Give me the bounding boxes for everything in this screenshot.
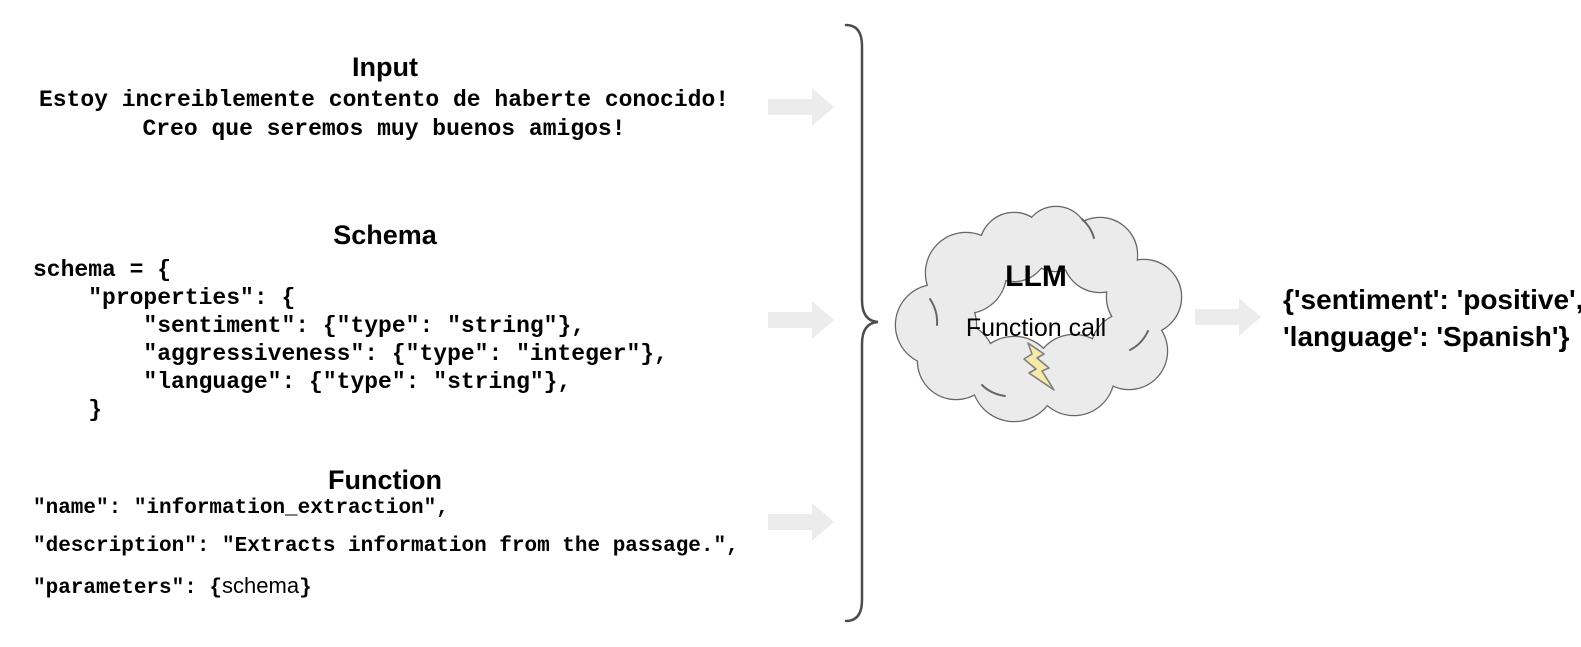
schema-code-block: schema = { "properties": { "sentiment": … bbox=[33, 256, 668, 424]
input-section: Estoy increiblemente contento de haberte… bbox=[16, 86, 752, 144]
parameters-schema-var: schema bbox=[222, 573, 300, 598]
input-text-line-2: Creo que seremos muy buenos amigos! bbox=[142, 116, 626, 142]
function-code-block: "name": "information_extraction", "descr… bbox=[33, 497, 739, 611]
input-section-title: Input bbox=[352, 52, 418, 82]
schema-code-line: } bbox=[33, 397, 103, 423]
parameters-prefix: "parameters": { bbox=[33, 577, 223, 600]
curly-brace-shape bbox=[844, 23, 879, 623]
schema-section-title: Schema bbox=[333, 220, 437, 250]
llm-label: LLM bbox=[1005, 260, 1067, 293]
output-result-line-1: {'sentiment': 'positive', bbox=[1283, 284, 1581, 315]
output-result: {'sentiment': 'positive', 'language': 'S… bbox=[1283, 281, 1581, 355]
input-text-line-1: Estoy increiblemente contento de haberte… bbox=[38, 87, 730, 113]
schema-arrow-icon bbox=[768, 301, 834, 339]
schema-code-line: "aggressiveness": {"type": "integer"}, bbox=[33, 341, 668, 367]
schema-code-line: "language": {"type": "string"}, bbox=[33, 369, 572, 395]
output-arrow-icon bbox=[1195, 298, 1261, 336]
function-call-label: Function call bbox=[965, 314, 1107, 342]
function-section-title: Function bbox=[328, 465, 442, 495]
function-parameters-line: "parameters": {schema} bbox=[33, 573, 739, 600]
parameters-suffix: } bbox=[299, 577, 312, 600]
output-result-line-2: 'language': 'Spanish'} bbox=[1283, 321, 1570, 352]
function-arrow-icon bbox=[768, 503, 834, 541]
lightning-icon bbox=[1023, 342, 1055, 391]
schema-code-line: schema = { bbox=[33, 257, 172, 283]
schema-code-line: "properties": { bbox=[33, 285, 296, 311]
function-name-line: "name": "information_extraction", bbox=[33, 497, 449, 520]
function-description-line: "description": "Extracts information fro… bbox=[33, 535, 739, 558]
input-arrow-icon bbox=[768, 88, 834, 126]
schema-code-line: "sentiment": {"type": "string"}, bbox=[33, 313, 586, 339]
